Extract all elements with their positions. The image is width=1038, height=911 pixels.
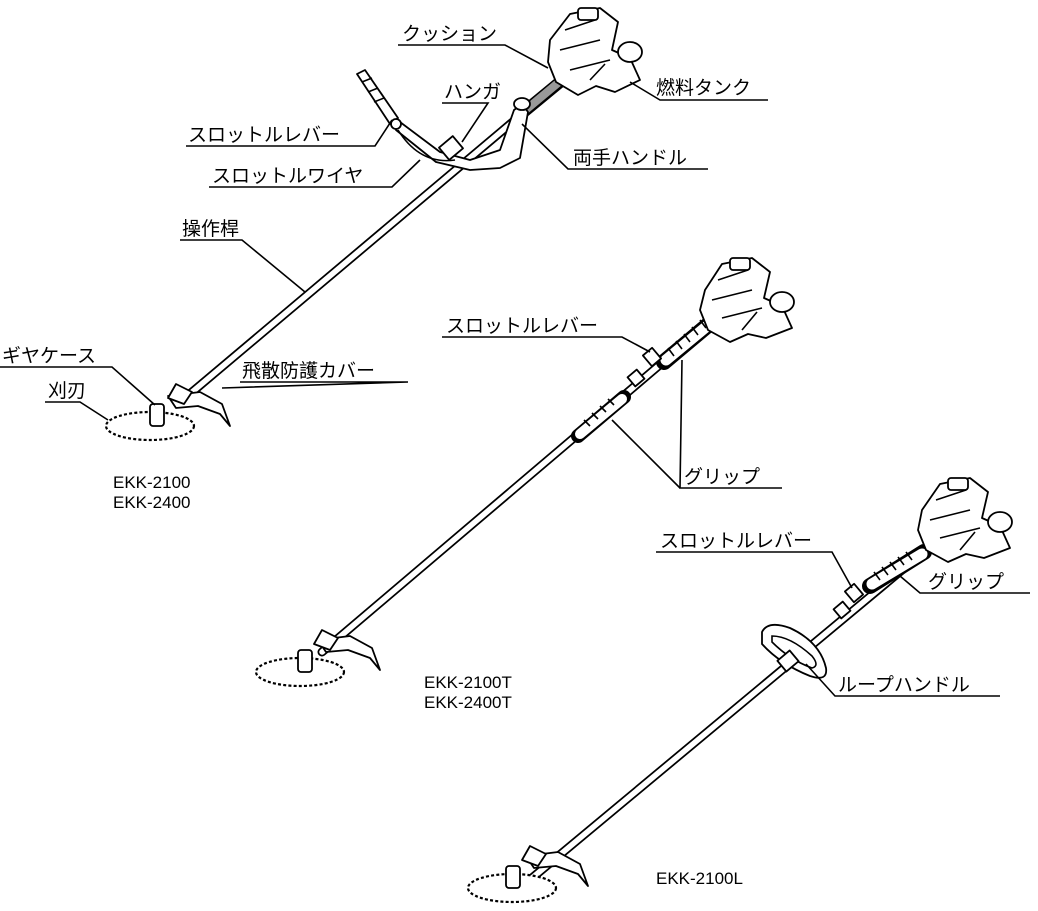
label-cushion: クッション: [402, 23, 497, 45]
model-label-1b: EKK-2400: [113, 493, 191, 512]
model-label-2a: EKK-2100T: [424, 673, 512, 692]
brush-cutter-two-hand-handle: [104, 7, 643, 442]
model-label-3: EKK-2100L: [656, 869, 743, 888]
label-hanger: ハンガ: [444, 81, 501, 103]
model-label-1a: EKK-2100: [113, 473, 191, 492]
label-scatter-guard: 飛散防護カバー: [242, 360, 375, 382]
label-fuel-tank: 燃料タンク: [656, 77, 751, 99]
label-operating-rod: 操作桿: [182, 218, 239, 240]
model-label-2b: EKK-2400T: [424, 693, 512, 712]
label-throttle-wire: スロットルワイヤ: [212, 165, 363, 187]
label-throttle-lever-2: スロットルレバー: [446, 315, 598, 337]
label-throttle-lever: スロットルレバー: [188, 124, 340, 146]
leader-lines-machine-1: [0, 44, 768, 421]
leader-lines-machine-3: [656, 551, 1030, 697]
label-gear-case: ギヤケース: [2, 345, 96, 367]
label-loop-handle: ループハンドル: [838, 674, 970, 696]
brush-cutter-straight-grip: [254, 257, 795, 688]
label-both-hand-handle: 両手ハンドル: [573, 147, 687, 169]
leader-lines-machine-2: [442, 336, 782, 489]
label-grip-2: グリップ: [928, 571, 1004, 593]
label-grip: グリップ: [684, 466, 760, 488]
label-throttle-lever-3: スロットルレバー: [660, 530, 812, 552]
label-blade: 刈刃: [48, 380, 86, 402]
engine-unit: [699, 257, 795, 343]
engine-unit: [917, 477, 1013, 563]
brush-cutter-loop-handle: [466, 477, 1013, 904]
engine-unit: [547, 7, 643, 96]
